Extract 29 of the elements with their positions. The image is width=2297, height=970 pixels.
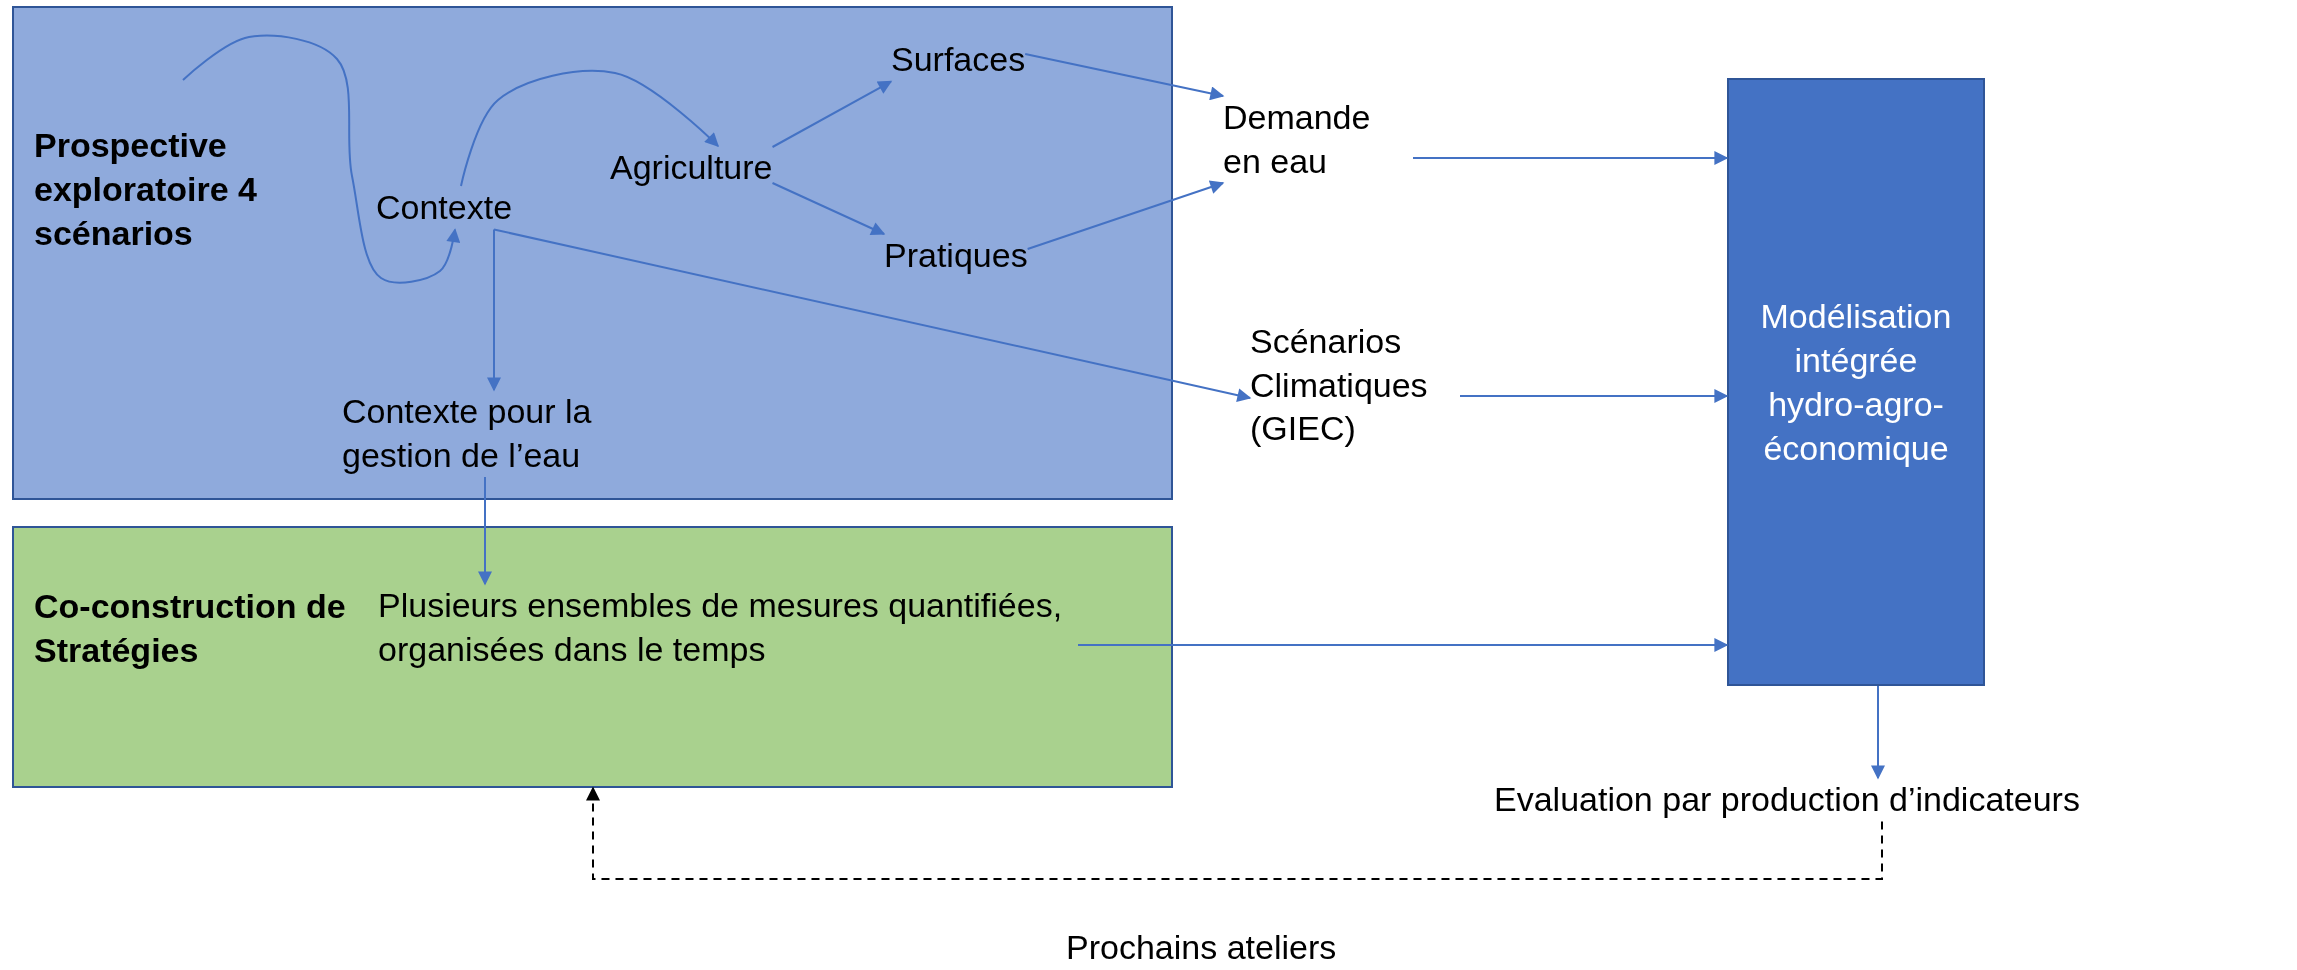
arrow bbox=[1412, 151, 1729, 165]
text-label: Surfaces bbox=[891, 38, 1026, 82]
arrow bbox=[1024, 53, 1225, 101]
arrow bbox=[1077, 638, 1729, 652]
text-label: Scénarios Climatiques (GIEC) bbox=[1250, 320, 1460, 451]
box-text: Modélisation intégrée hydro-agro-économique bbox=[1759, 295, 1953, 470]
process-box bbox=[1727, 78, 1985, 686]
arrow bbox=[487, 228, 501, 392]
text-label: Evaluation par production d’indicateurs bbox=[1494, 778, 2080, 822]
arrow bbox=[182, 34, 461, 284]
box-heading: Co-construction de Stratégies bbox=[34, 586, 347, 672]
arrow bbox=[1026, 180, 1225, 250]
text-label: Plusieurs ensembles de mesures quantifiées, organisées dans le temps bbox=[378, 584, 1078, 672]
box-heading: Prospective exploratoire 4 scénarios bbox=[34, 125, 258, 255]
arrow bbox=[1459, 389, 1729, 403]
arrow bbox=[460, 70, 719, 187]
text-label: Agriculture bbox=[610, 146, 773, 190]
text-label: Contexte pour la gestion de l’eau bbox=[342, 390, 702, 478]
arrow bbox=[771, 80, 893, 148]
arrow bbox=[586, 786, 1883, 880]
arrow bbox=[771, 182, 886, 236]
text-label: Pratiques bbox=[884, 234, 1028, 278]
text-label: Contexte bbox=[376, 186, 513, 230]
text-label: Demande en eau bbox=[1223, 96, 1413, 184]
process-box bbox=[12, 6, 1173, 500]
process-box bbox=[12, 526, 1173, 788]
arrow bbox=[1871, 685, 1885, 780]
arrow bbox=[478, 476, 492, 586]
arrow bbox=[493, 228, 1252, 403]
